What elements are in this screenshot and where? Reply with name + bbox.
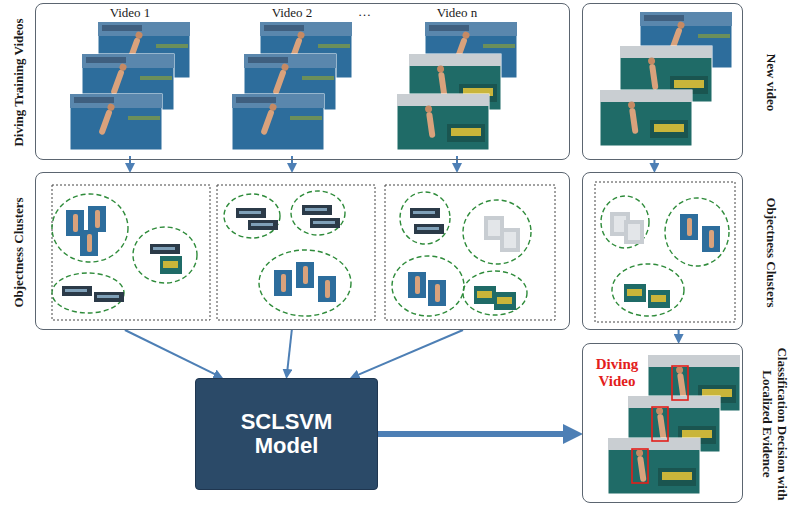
training-panel: Diving Training VideosVideo 1Video 2Vide…	[35, 3, 570, 160]
side-label: Classification Decision with Localized E…	[759, 341, 789, 506]
model-box: SCLSVM Model	[195, 378, 378, 490]
cluster-panel: Objectness Clusters	[582, 172, 743, 330]
column-label: Video n	[395, 6, 519, 21]
side-label: Objectness Clusters	[764, 177, 779, 327]
ellipsis-label: …	[358, 4, 371, 20]
model-label: SCLSVM Model	[222, 410, 352, 458]
decision-panel: Classification Decision with Localized E…	[582, 343, 743, 503]
side-label: New video	[764, 7, 779, 157]
side-label: Objectness Clusters	[12, 177, 27, 327]
connector-arrow	[678, 330, 680, 335]
connector-arrow	[125, 330, 215, 374]
connector-arrow	[456, 156, 458, 164]
new-video-panel: New video	[582, 3, 743, 160]
column-label: Video 2	[230, 6, 354, 21]
video-group: Video 2	[230, 6, 354, 156]
decision-label: Diving Video	[588, 356, 646, 389]
connector-arrow	[378, 431, 564, 437]
arrow-head	[286, 370, 288, 378]
arrow-head	[678, 335, 679, 343]
arrow-head	[457, 164, 458, 172]
arrow-head	[292, 164, 293, 172]
column-label: Video 1	[68, 6, 192, 21]
cluster-panel: Objectness Clusters	[35, 172, 570, 330]
video-group: Video 1	[68, 6, 192, 156]
arrow-head	[654, 164, 655, 172]
arrow-head	[130, 164, 131, 172]
arrow-head	[564, 434, 582, 435]
connector-arrow	[358, 330, 463, 375]
connector-arrow	[287, 330, 291, 370]
side-label: Diving Training Videos	[12, 7, 27, 157]
connector-arrow	[291, 156, 293, 164]
connector-arrow	[129, 156, 131, 164]
connector-arrow	[653, 160, 655, 164]
video-group: Video n	[395, 6, 519, 156]
